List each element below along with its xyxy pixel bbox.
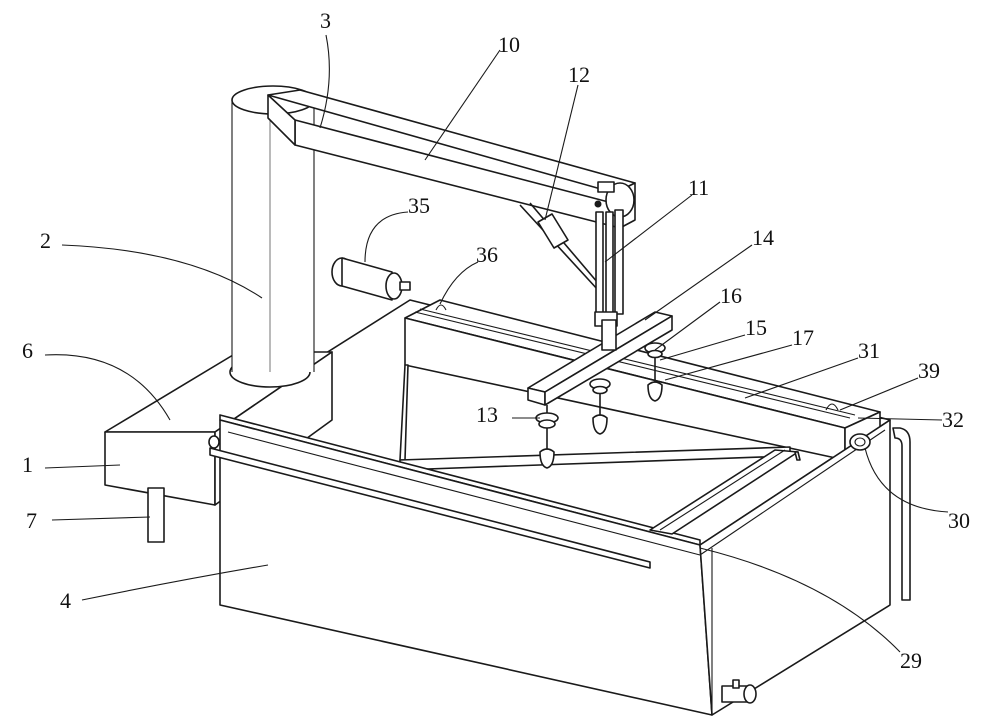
label-13: 13 — [476, 402, 498, 427]
cross-beam — [527, 311, 673, 406]
vertical-rods — [594, 209, 624, 327]
drain-valve — [721, 679, 757, 704]
cross-arm — [267, 89, 636, 229]
label-36: 36 — [476, 242, 498, 267]
label-2: 2 — [40, 228, 51, 253]
support-leg — [147, 487, 165, 543]
suction-cup-right — [644, 342, 666, 402]
label-14: 14 — [752, 225, 774, 250]
label-39: 39 — [918, 358, 940, 383]
suction-cup-middle — [589, 378, 611, 435]
label-6: 6 — [22, 338, 33, 363]
label-11: 11 — [688, 175, 709, 200]
diagonal-cylinder — [519, 202, 599, 291]
label-10: 10 — [498, 32, 520, 57]
label-3: 3 — [320, 8, 331, 33]
label-4: 4 — [60, 588, 71, 613]
label-7: 7 — [26, 508, 37, 533]
label-12: 12 — [568, 62, 590, 87]
slanted-plate — [649, 449, 801, 535]
overflow-pipe — [849, 427, 911, 601]
label-29: 29 — [900, 648, 922, 673]
label-15: 15 — [745, 315, 767, 340]
label-16: 16 — [720, 283, 742, 308]
water-tank — [208, 414, 891, 716]
label-32: 32 — [942, 407, 964, 432]
leader-lines — [44, 34, 949, 653]
label-31: 31 — [858, 338, 880, 363]
label-17: 17 — [792, 325, 814, 350]
drive-motor — [331, 257, 411, 301]
label-1: 1 — [22, 452, 33, 477]
label-35: 35 — [408, 193, 430, 218]
label-30: 30 — [948, 508, 970, 533]
part-labels: 3 10 12 11 35 14 36 16 15 17 31 39 32 30… — [22, 8, 970, 673]
